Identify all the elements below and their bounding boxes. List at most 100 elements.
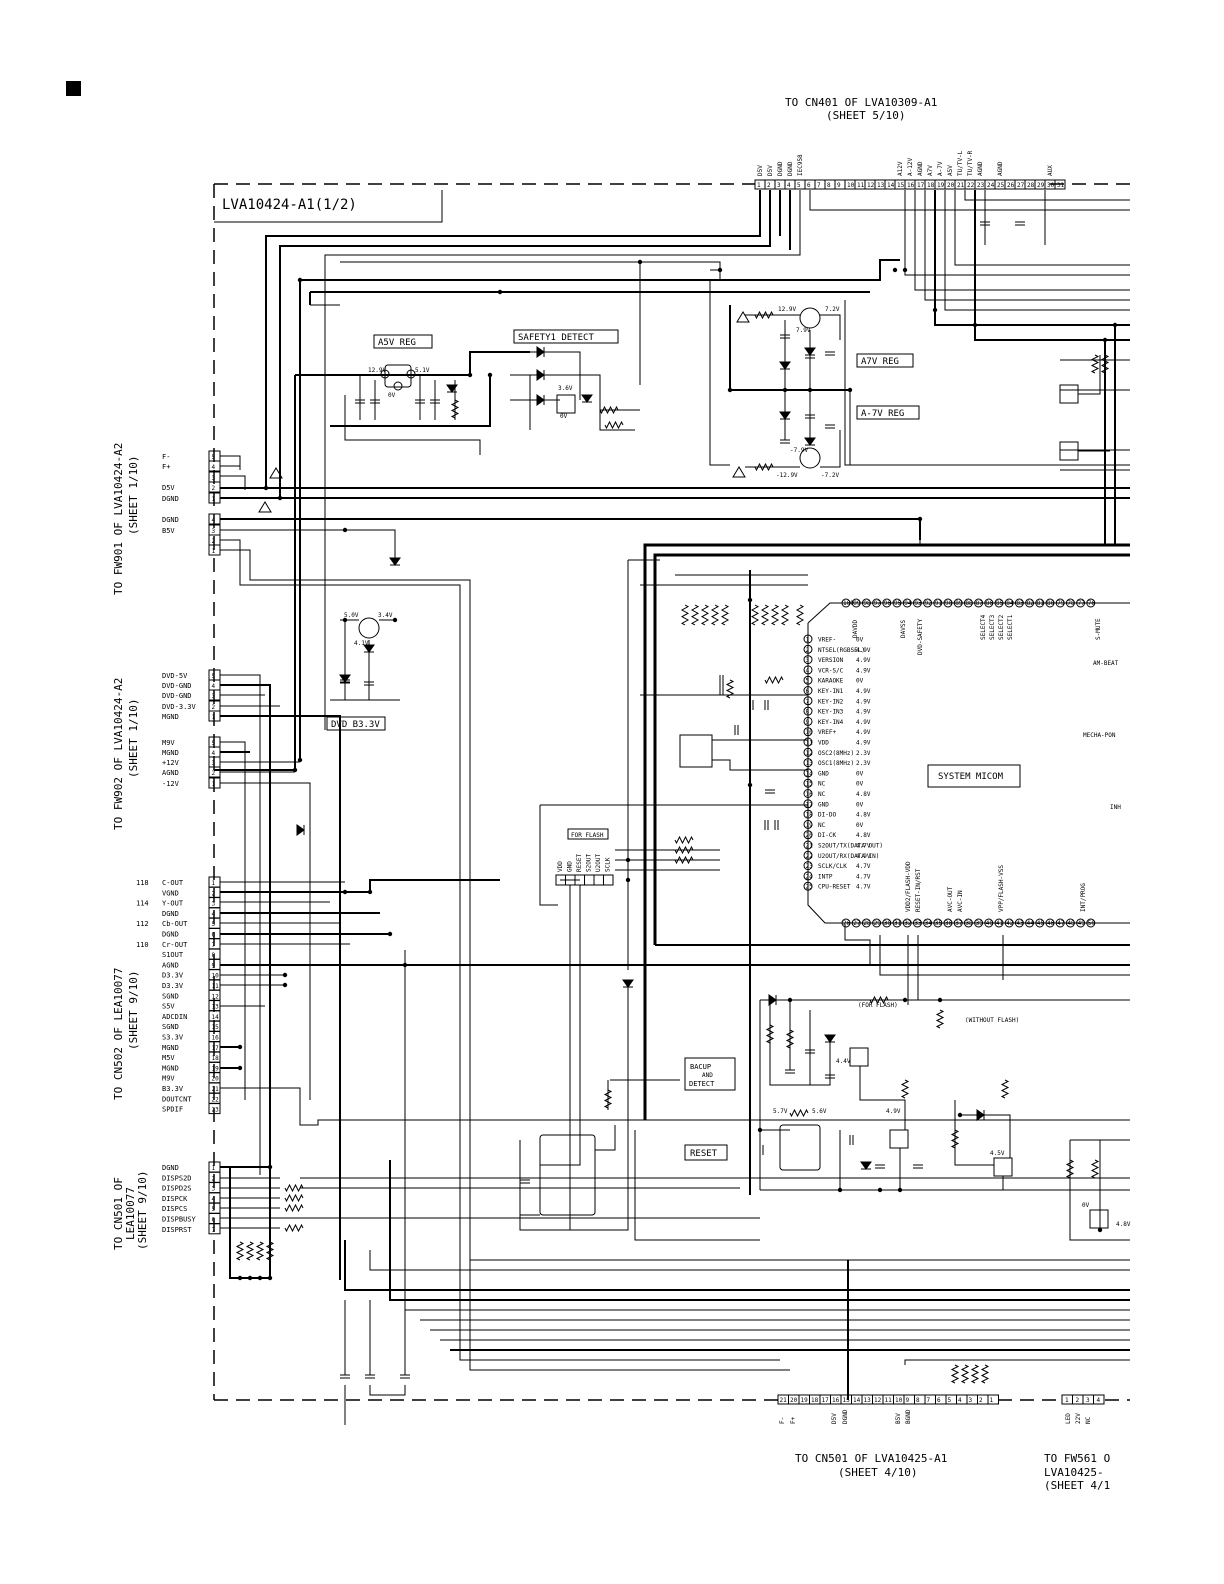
resistor [245, 1241, 255, 1261]
without-flash-note: (WITHOUT FLASH) [965, 1017, 1019, 1024]
micom-pin-voltage: 4.9V [856, 853, 871, 860]
left-pin-number: 3 [212, 901, 216, 908]
diode [536, 394, 545, 406]
micom-pin-number: 20 [806, 832, 814, 839]
left-pin-label: ADCDIN [162, 1013, 187, 1021]
left-pin-label: DVD-GND [162, 692, 192, 700]
micom-bottom-pin-number: 26 [843, 920, 851, 927]
junction-dot [392, 617, 398, 623]
left-pin-number: 20 [212, 1076, 220, 1083]
micom-label-select3: SELECT3 [989, 614, 996, 640]
micom-pin-number: 22 [806, 853, 814, 860]
left-pin-number: 16 [212, 1035, 220, 1042]
resistor [725, 679, 735, 699]
br-label-22v: 22V [1075, 1413, 1082, 1424]
backup-label-3: DETECT [689, 1080, 715, 1088]
cn502-title: TO CN502 OF LEA10077 [112, 968, 125, 1100]
junction-dot [892, 267, 898, 273]
left-pin-number: 2 [212, 704, 216, 711]
micom-top-pin-number: 95 [894, 600, 902, 607]
resistor [935, 1009, 945, 1029]
junction-dot [902, 997, 908, 1003]
junction-dot [625, 857, 631, 863]
safety-ground-voltage: 0V [560, 413, 568, 420]
resistor [765, 1024, 775, 1044]
junction-dot [467, 372, 473, 378]
bottom-pin-number: 15 [843, 1397, 851, 1404]
micom-top-pin-number: 81 [1037, 600, 1045, 607]
capacitor [1015, 221, 1025, 226]
micom-top-pin-number: 76 [1088, 600, 1096, 607]
top-pin-number: 27 [1017, 182, 1025, 189]
junction-dot [937, 997, 943, 1003]
diode [860, 1161, 872, 1170]
micom-pin-number: 3 [806, 657, 810, 664]
for-flash-label: FOR FLASH [571, 832, 604, 839]
micom-pin-label: OSC1(8MHz) [818, 760, 854, 767]
micom-top-pin [861, 598, 871, 608]
junction-dot [847, 387, 853, 393]
br-label-led: LED [1065, 1413, 1072, 1424]
left-pin-label: D3.3V [162, 972, 184, 980]
micom-pin-label: KARAOKE [818, 678, 844, 685]
top-pin-number: 8 [827, 182, 831, 189]
junction-dot [282, 972, 288, 978]
bottom-pin-number: 10 [895, 1397, 903, 1404]
top-pin-number: 6 [807, 182, 811, 189]
micom-label-dvd-safety: DVD-SAFETY [917, 618, 924, 655]
bottom-pin-number: 18 [811, 1397, 819, 1404]
micom-bottom-pin-number: 29 [874, 920, 882, 927]
resistor [1000, 1079, 1010, 1099]
left-pin-number: 23 [212, 1107, 220, 1114]
junction-dot [263, 485, 269, 491]
safety1-detect-label: SAFETY1 DETECT [518, 333, 594, 343]
micom-label-reset-in: RESET-IN/RST [915, 868, 922, 912]
left-pin-label: DISPBUSY [162, 1216, 197, 1224]
fw901-title: TO FW901 OF LVA10424-A2 [112, 443, 125, 595]
micom-pin-voltage: 0V [856, 801, 864, 808]
flash-pin-label: RESET [576, 854, 583, 872]
micom-pin-number: 19 [806, 822, 814, 829]
diode [536, 346, 545, 358]
micom-bottom-pin-number: 36 [945, 920, 953, 927]
capacitor [780, 439, 790, 444]
top-pin-number: 1 [757, 182, 761, 189]
left-pin-label: MGND [162, 1064, 179, 1072]
top-pin-label: TU/TV-L [957, 150, 964, 176]
micom-label-am-beat: AM-BEAT [1093, 660, 1119, 667]
flash-pin [584, 874, 595, 886]
micom-pin-voltage: 2.3V [856, 750, 871, 757]
micom-pin-label: DI-CK [818, 832, 836, 839]
flash-pin-label: SCLK [605, 857, 612, 872]
micom-top-pin-number: 90 [945, 600, 953, 607]
resistor [780, 604, 790, 626]
micom-bottom-pin-number: 46 [1047, 920, 1055, 927]
bottom-pin-number: 16 [832, 1397, 840, 1404]
junction-dot [277, 495, 283, 501]
cn501-title: TO CN501 OF [112, 1177, 125, 1250]
bottom-pin-number: 20 [790, 1397, 798, 1404]
micom-pin-number: 8 [806, 709, 810, 716]
left-pin-number: 14 [212, 1014, 220, 1021]
bottom-pin-number: 17 [822, 1397, 830, 1404]
micom-bottom-pin-number: 37 [955, 920, 963, 927]
micom-top-pin [902, 598, 912, 608]
left-pin-label: MGND [162, 713, 179, 721]
micom-bottom-pin [841, 918, 851, 928]
resistor [284, 1193, 304, 1203]
backup-v4: 4.4V [836, 1058, 851, 1065]
left-pin-number: 2 [212, 770, 216, 777]
board-title-text: LVA10424-A1(1/2) [222, 197, 357, 213]
br-pin-number: 2 [1076, 1397, 1080, 1404]
resistor [970, 1364, 980, 1384]
left-pin-label: S5V [162, 1003, 175, 1011]
micom-bottom-pin [882, 918, 892, 928]
left-pin-number: 4 [212, 750, 216, 757]
micom-bottom-pin [933, 918, 943, 928]
capacitor [719, 685, 724, 695]
micom-top-pin [1086, 598, 1096, 608]
